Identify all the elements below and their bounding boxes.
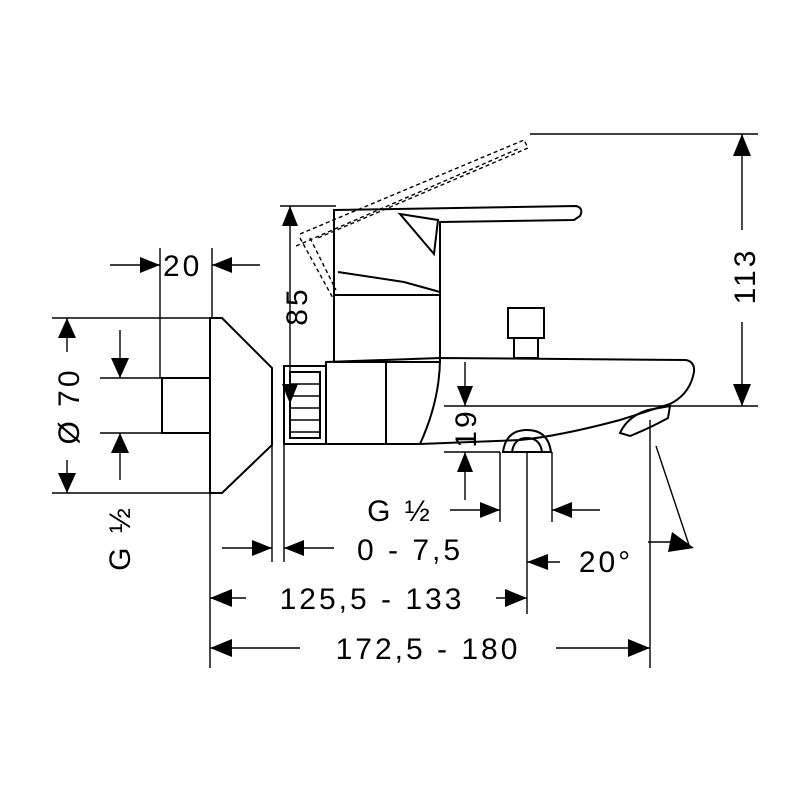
- threaded-connector: [283, 365, 327, 445]
- angle-label: 20°: [579, 546, 633, 579]
- length-label: 172,5 - 180: [336, 633, 521, 666]
- escutcheon-cover: [209, 317, 273, 494]
- thread-bottom-label: G ½: [367, 495, 433, 528]
- dim-20-label: 20: [163, 250, 202, 283]
- adjust-range-label: 0 - 7,5: [357, 534, 463, 567]
- aerator: [501, 428, 553, 453]
- inlet-pipe: [161, 377, 210, 434]
- faucet-body: [161, 139, 696, 494]
- lever-handle: [333, 204, 583, 296]
- dim-70-label: Ø 70: [53, 367, 86, 444]
- dim-19-label: 19: [450, 408, 483, 447]
- dim-113-label: 113: [729, 248, 762, 305]
- thread-left-label: G ½: [104, 505, 137, 571]
- diverter-tip: [618, 404, 672, 438]
- diverter-knob: [507, 307, 545, 359]
- cartridge-body: [333, 294, 441, 363]
- dimension-labels: 20 85 113 Ø 70 19 G ½ G ½ 0 - 7,5 20° 12…: [53, 248, 762, 666]
- spacing-label: 125,5 - 133: [280, 583, 465, 616]
- lever-open-position: [299, 139, 529, 239]
- dim-85-label: 85: [281, 286, 314, 325]
- dimension-lines: [58, 134, 751, 657]
- spout: [325, 356, 696, 445]
